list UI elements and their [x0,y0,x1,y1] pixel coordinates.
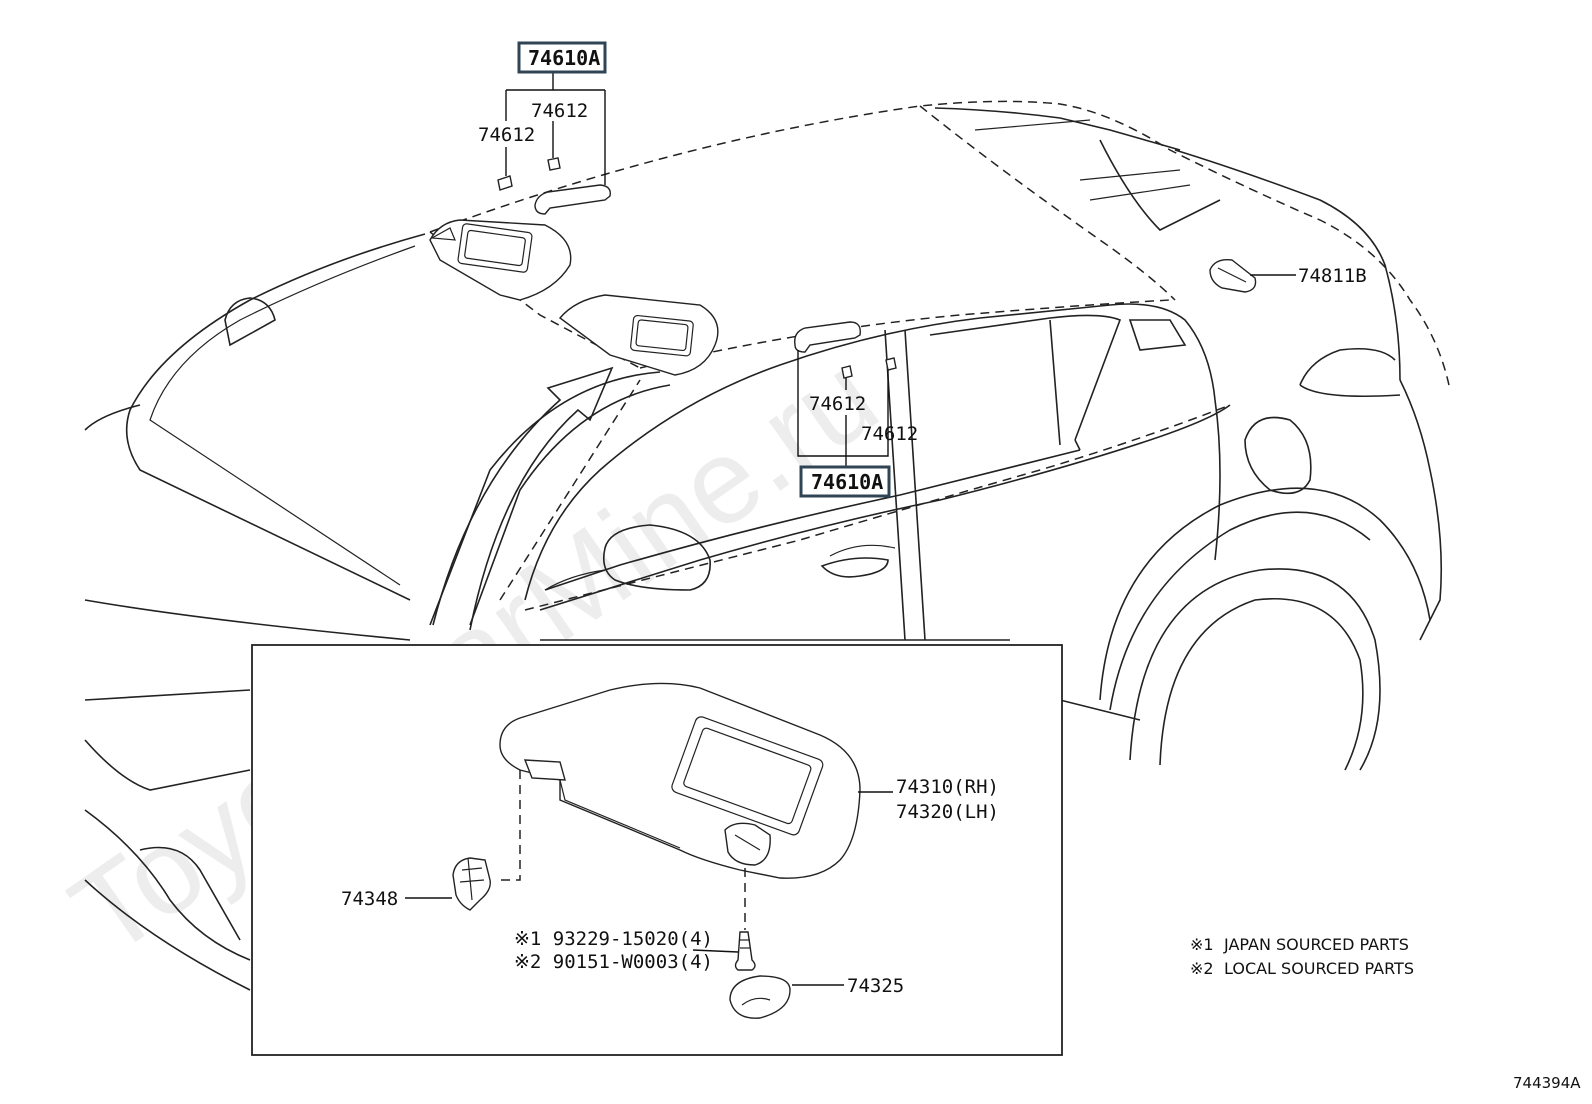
inset-screw-cover [729,975,844,1019]
legend-mark1-symbol: ※1 [1190,935,1214,954]
callout-clip-front-a: 74612 [531,100,588,122]
sun-visor-on-car-right [558,294,719,376]
callout-assist-grip-front: 74610A [528,46,600,70]
car-body-outline [84,100,1451,991]
callout-screw-japan: ※1 93229-15020(4) [514,928,713,950]
callout-screw-local: ※2 90151-W0003(4) [514,951,713,973]
sun-visor-on-car-left [429,219,572,301]
callout-sun-visor-rh: 74310(RH) [896,776,999,798]
assist-grip-front-box [517,41,607,74]
callout-sun-visor-lh: 74320(LH) [896,801,999,823]
callout-clip-rear-a: 74612 [809,393,866,415]
callout-screw-cover: 74325 [847,975,904,997]
inset-sun-visor [499,682,893,879]
callout-visor-holder: 74348 [341,888,398,910]
inset-visor-holder [405,770,521,911]
callout-assist-grip-rear: 74610A [811,470,883,494]
dome-lamp [1209,259,1296,293]
callout-clip-rear-b: 74612 [861,423,918,445]
legend-mark1-text: JAPAN SOURCED PARTS [1223,935,1409,954]
callout-dome-lamp: 74811B [1298,265,1367,287]
assist-grip-rear-group [794,321,897,470]
legend: ※1 JAPAN SOURCED PARTS ※2 LOCAL SOURCED … [1190,935,1414,978]
inset-screw [692,868,756,971]
figure-id: 744394A [1513,1074,1581,1092]
callout-clip-front-b: 74612 [478,124,535,146]
legend-mark2-text: LOCAL SOURCED PARTS [1224,959,1414,978]
assist-grip-front-group [497,72,611,215]
legend-mark2-symbol: ※2 [1190,959,1214,978]
assist-grip-rear-box [799,465,891,498]
